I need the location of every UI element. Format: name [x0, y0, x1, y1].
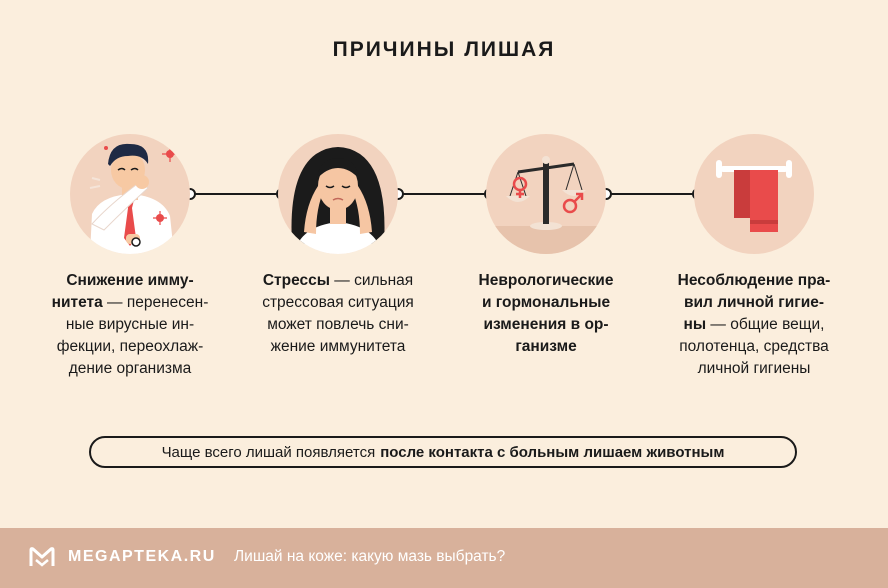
man-sneezing-illustration — [70, 134, 190, 254]
caption-line: ные вирусные ин- — [65, 316, 195, 333]
caption-line: полотенца, средства — [679, 338, 829, 355]
megapteka-logo-icon — [29, 547, 55, 567]
caption-line: жение иммунитета — [270, 338, 406, 355]
footer-bar: MEGAPTEKA.RU Лишай на коже: какую мазь в… — [0, 528, 888, 588]
caption-line: вил личной гигие- — [684, 294, 824, 311]
brand-name[interactable]: MEGAPTEKA.RU — [68, 548, 216, 565]
cause-caption-hormonal: Неврологические и гормональные изменения… — [446, 270, 646, 358]
caption-line: Несоблюдение пра- — [677, 272, 831, 289]
caption-line: ны — общие вещи, — [683, 316, 825, 333]
article-link[interactable]: Лишай на коже: какую мазь выбрать? — [234, 548, 506, 565]
caption-line: и гормональные — [481, 294, 611, 311]
caption-line: Стрессы — сильная — [262, 272, 414, 289]
towel-illustration — [694, 134, 814, 254]
caption-line: Снижение имму- — [66, 272, 194, 289]
note-text: Чаще всего лишай появляется — [161, 443, 376, 461]
cause-caption-immunity: Снижение имму- нитета — перенесен- ные в… — [30, 270, 230, 380]
note-bold-text: после контакта с больным лишаем животным — [380, 443, 725, 461]
caption-line: стрессовая ситуация — [262, 294, 414, 311]
caption-line: нитета — перенесен- — [51, 294, 209, 311]
caption-line: может повлечь сни- — [267, 316, 409, 333]
stressed-woman-illustration — [278, 134, 398, 254]
caption-line: личной гигиены — [697, 360, 811, 377]
cause-caption-stress: Стрессы — сильная стрессовая ситуация мо… — [238, 270, 438, 358]
caption-line: Неврологические — [478, 272, 614, 289]
page-title: ПРИЧИНЫ ЛИШАЯ — [332, 38, 556, 61]
caption-line: изменения в ор- — [483, 316, 609, 333]
cause-caption-hygiene: Несоблюдение пра- вил личной гигие- ны —… — [654, 270, 854, 380]
caption-line: дение организма — [68, 360, 192, 377]
caption-line: фекции, переохлаж- — [56, 338, 204, 355]
caption-line: ганизме — [515, 338, 577, 355]
hormone-scales-illustration — [486, 134, 606, 254]
